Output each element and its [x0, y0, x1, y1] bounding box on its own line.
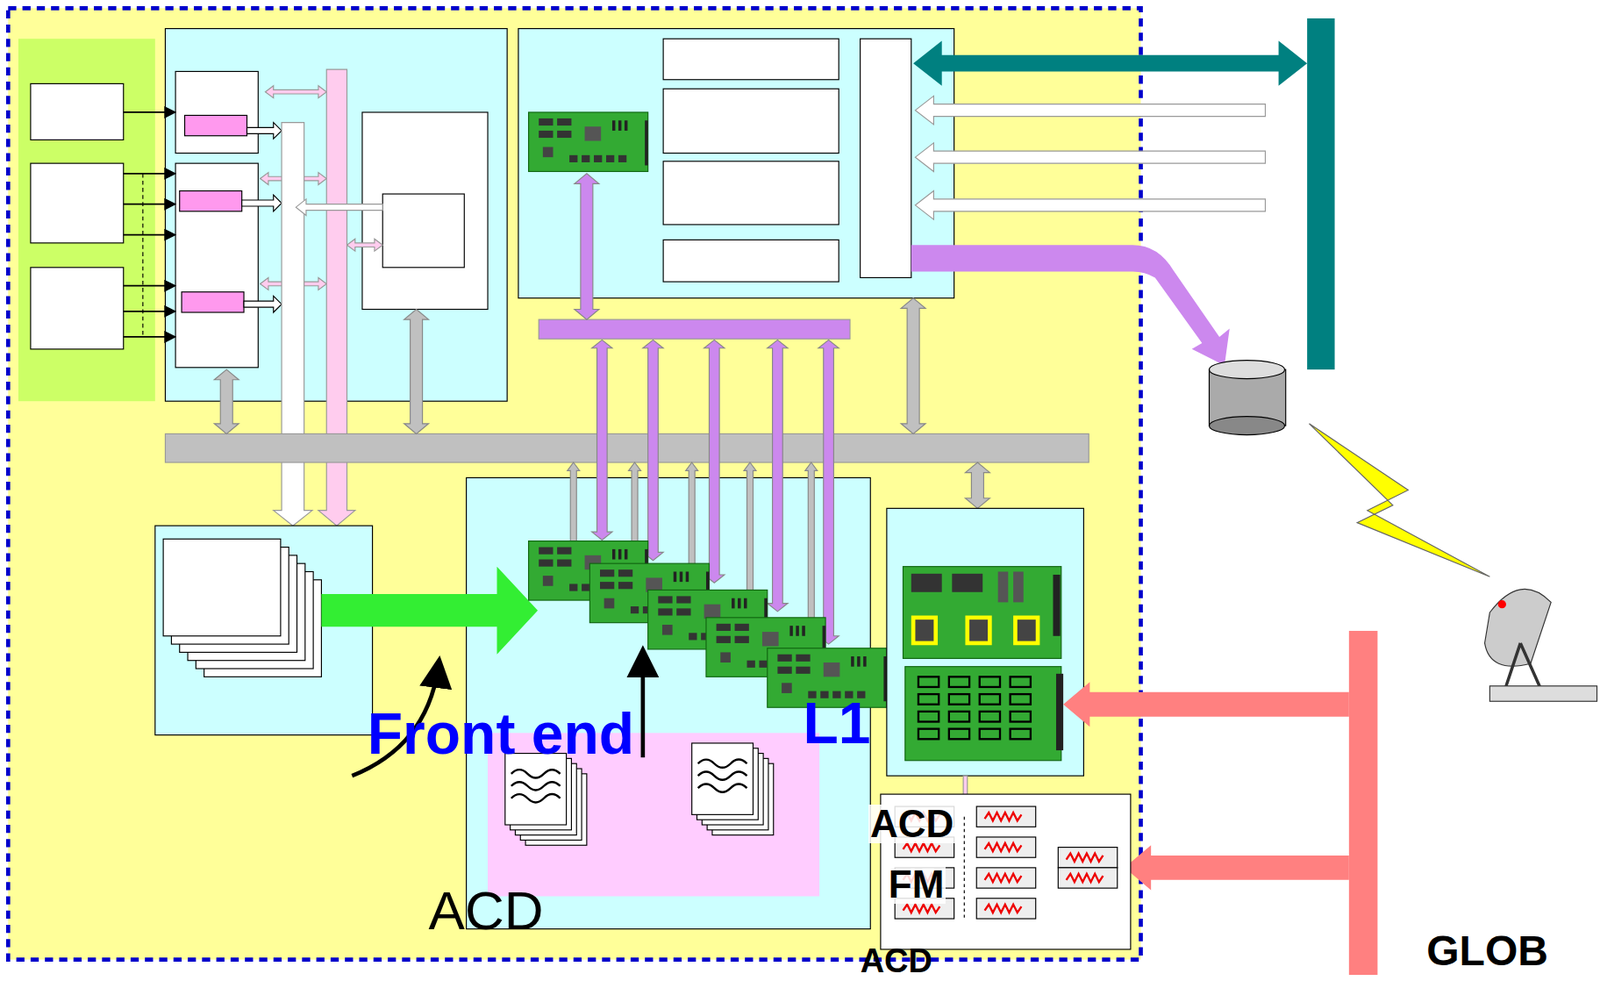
- node-label: FM: [886, 864, 947, 904]
- node-label: ACD: [428, 883, 544, 938]
- region-label: GLOB: [1426, 929, 1549, 972]
- node-label: L1: [802, 693, 871, 752]
- front-end-box: Front endL1ACD: [466, 477, 872, 929]
- node-label: ACD: [860, 943, 933, 978]
- acd-fm-box: ACDFMACD: [880, 793, 1131, 950]
- node-label: Front end: [367, 704, 635, 763]
- node-label: ACD: [868, 804, 956, 843]
